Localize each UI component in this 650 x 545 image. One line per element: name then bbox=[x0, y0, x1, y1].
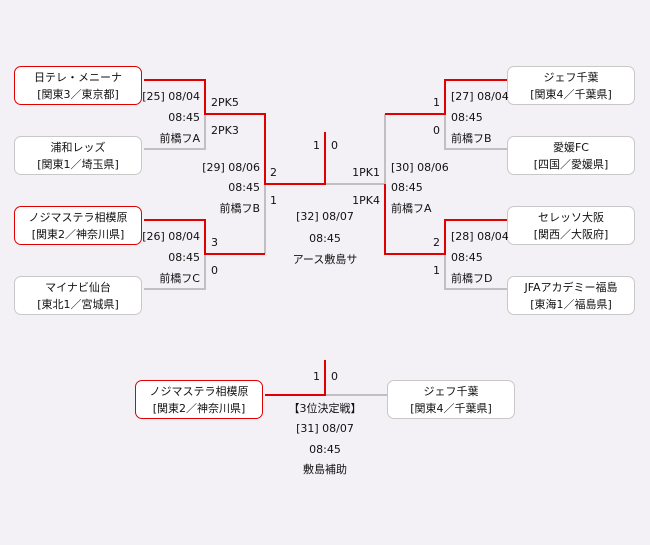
line-third-left bbox=[265, 360, 326, 396]
team-box-third-jef-chiba[interactable]: ジェフ千葉 [関東4／千葉県] bbox=[387, 380, 515, 419]
team-region: [東海1／福島県] bbox=[530, 298, 612, 311]
line-r3 bbox=[384, 184, 507, 255]
team-name: セレッソ大阪 bbox=[538, 211, 604, 224]
score-bottom: 0 bbox=[433, 124, 440, 137]
line-r2 bbox=[444, 114, 507, 150]
team-region: [関東4／千葉県] bbox=[410, 402, 492, 415]
team-region: [関東3／東京都] bbox=[37, 88, 119, 101]
match-label: [28] 08/04 bbox=[451, 230, 509, 243]
final-score-left: 1 bbox=[313, 139, 320, 152]
match-venue: 敷島補助 bbox=[303, 463, 347, 476]
score-top: 2 bbox=[433, 236, 440, 249]
team-region: [関東4／千葉県] bbox=[530, 88, 612, 101]
team-name: マイナビ仙台 bbox=[45, 281, 111, 294]
match-label: [26] 08/04 bbox=[142, 230, 200, 243]
match-venue: 前橋フB bbox=[219, 202, 260, 215]
team-region: [関東2／神奈川県] bbox=[152, 402, 246, 415]
match-time: 08:45 bbox=[451, 111, 483, 124]
team-box-nojima-stella[interactable]: ノジマステラ相模原 [関東2／神奈川県] bbox=[14, 206, 142, 245]
match-label: [25] 08/04 bbox=[142, 90, 200, 103]
third-score-right: 0 bbox=[331, 370, 338, 383]
match-time: 08:45 bbox=[451, 251, 483, 264]
score-bottom: 2PK3 bbox=[211, 124, 239, 137]
score-top: 1PK1 bbox=[352, 166, 380, 179]
team-name: JFAアカデミー福島 bbox=[524, 281, 618, 294]
team-name: 愛媛FC bbox=[552, 141, 589, 154]
match-label: [31] 08/07 bbox=[296, 422, 354, 435]
line-r1 bbox=[385, 79, 507, 115]
match-label: [32] 08/07 bbox=[296, 210, 354, 223]
line-r4 bbox=[444, 254, 507, 290]
score-top: 2PK5 bbox=[211, 96, 239, 109]
match-time: 08:45 bbox=[168, 111, 200, 124]
team-box-third-nojima-stella[interactable]: ノジマステラ相模原 [関東2／神奈川県] bbox=[135, 380, 263, 419]
line-l1 bbox=[144, 79, 326, 185]
team-name: ノジマステラ相模原 bbox=[28, 211, 128, 224]
match-label: [29] 08/06 bbox=[202, 161, 260, 174]
match-venue: 前橋フA bbox=[159, 132, 200, 145]
final-score-right: 0 bbox=[331, 139, 338, 152]
team-box-ehime-fc[interactable]: 愛媛FC [四国／愛媛県] bbox=[507, 136, 635, 175]
match-venue: 前橋フC bbox=[159, 272, 200, 285]
team-name: ジェフ千葉 bbox=[423, 385, 479, 398]
match-label: [30] 08/06 bbox=[391, 161, 449, 174]
third-score-left: 1 bbox=[313, 370, 320, 383]
team-name: 日テレ・メニーナ bbox=[34, 71, 122, 84]
score-bottom: 1 bbox=[433, 264, 440, 277]
match-venue: アース敷島サ bbox=[292, 253, 358, 266]
score-bottom: 0 bbox=[211, 264, 218, 277]
match-venue: 前橋フA bbox=[391, 202, 432, 215]
team-box-jef-chiba[interactable]: ジェフ千葉 [関東4／千葉県] bbox=[507, 66, 635, 105]
team-box-urawa-reds[interactable]: 浦和レッズ [関東1／埼玉県] bbox=[14, 136, 142, 175]
match-time: 08:45 bbox=[168, 251, 200, 264]
team-region: [関東1／埼玉県] bbox=[37, 158, 119, 171]
score-bottom: 1 bbox=[270, 194, 277, 207]
team-region: [関東2／神奈川県] bbox=[31, 228, 125, 241]
team-box-mynavi-sendai[interactable]: マイナビ仙台 [東北1／宮城県] bbox=[14, 276, 142, 315]
score-top: 3 bbox=[211, 236, 218, 249]
score-bottom: 1PK4 bbox=[352, 194, 380, 207]
team-name: ジェフ千葉 bbox=[543, 71, 599, 84]
match-label: [27] 08/04 bbox=[451, 90, 509, 103]
match-venue: 前橋フD bbox=[451, 272, 493, 285]
match-time: 08:45 bbox=[309, 443, 341, 456]
line-l3 bbox=[144, 219, 265, 255]
match-time: 08:45 bbox=[228, 181, 260, 194]
team-name: 浦和レッズ bbox=[50, 141, 106, 154]
team-box-jfa-academy-fukushima[interactable]: JFAアカデミー福島 [東海1／福島県] bbox=[507, 276, 635, 315]
line-l2 bbox=[144, 114, 206, 150]
team-box-cerezo-osaka[interactable]: セレッソ大阪 [関西／大阪府] bbox=[507, 206, 635, 245]
match-time: 08:45 bbox=[309, 232, 341, 245]
team-box-nippon-tv-menina[interactable]: 日テレ・メニーナ [関東3／東京都] bbox=[14, 66, 142, 105]
score-top: 2 bbox=[270, 166, 277, 179]
line-l4 bbox=[144, 254, 206, 290]
team-name: ノジマステラ相模原 bbox=[149, 385, 249, 398]
team-region: [四国／愛媛県] bbox=[533, 158, 609, 171]
match-time: 08:45 bbox=[391, 181, 423, 194]
score-top: 1 bbox=[433, 96, 440, 109]
team-region: [東北1／宮城県] bbox=[37, 298, 119, 311]
match-venue: 前橋フB bbox=[451, 132, 492, 145]
team-region: [関西／大阪府] bbox=[533, 228, 609, 241]
third-place-title: 【3位決定戦】 bbox=[288, 402, 362, 415]
